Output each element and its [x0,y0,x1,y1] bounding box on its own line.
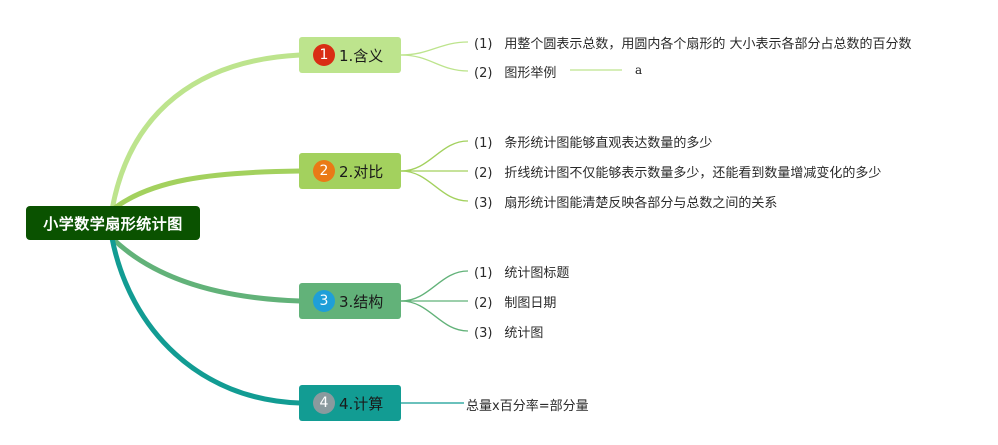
leaf-node[interactable]: (2) 图形举例 [474,62,556,81]
leaf-text: 统计图 [504,326,544,341]
branch-1-to-leaf-1-line [400,41,469,56]
leaf-index: (2) [474,166,493,181]
leaf-index: (2) [474,66,493,81]
leaf-text: 统计图标题 [504,266,570,281]
leaf-node[interactable]: (1) 条形统计图能够直观表达数量的多少 [474,132,712,151]
root-label: 小学数学扇形统计图 [43,214,183,233]
number-badge-icon: 2 [313,160,335,182]
leaf-extra-node[interactable]: a [635,63,643,77]
leaf-text: 制图日期 [504,296,557,311]
branch-label: 4.计算 [339,394,384,413]
branch-label: 3.结构 [339,292,384,311]
number-badge-icon: 3 [313,290,335,312]
branch-3-to-leaf-3-line [400,300,469,332]
leaf-text: 折线统计图不仅能够表示数量多少，还能看到数量增减变化的多少 [504,166,882,181]
branch-label: 1.含义 [339,46,384,65]
leaf-node[interactable]: (3) 统计图 [474,322,543,341]
leaf-text: 图形举例 [504,66,557,81]
leaf-node[interactable]: (3) 扇形统计图能清楚反映各部分与总数之间的关系 [474,192,777,211]
leaf-node[interactable]: (1) 用整个圆表示总数，用圆内各个扇形的 大小表示各部分占总数的百分数 [474,33,912,52]
leaf-text: 总量x百分率=部分量 [466,399,589,414]
leaf-text: 扇形统计图能清楚反映各部分与总数之间的关系 [504,196,778,211]
leaf-index: (1) [474,136,493,151]
leaf-node[interactable]: (2) 折线统计图不仅能够表示数量多少，还能看到数量增减变化的多少 [474,162,881,181]
leaf-node[interactable]: (1) 统计图标题 [474,262,569,281]
root-to-branch-4-line [109,237,301,406]
root-node[interactable]: 小学数学扇形统计图 [26,206,200,240]
leaf-text: 条形统计图能够直观表达数量的多少 [504,136,713,151]
branch-node-structure[interactable]: 3 3.结构 [299,283,401,319]
leaf-index: (3) [474,326,493,341]
root-to-branch-1-line [109,52,301,211]
branch-label: 2.对比 [339,162,384,181]
number-badge-icon: 1 [313,44,335,66]
root-to-branch-2-line [110,168,301,212]
number-badge-icon: 4 [313,392,335,414]
leaf-index: (3) [474,196,493,211]
leaf-node[interactable]: 总量x百分率=部分量 [466,395,589,414]
branch-1-to-leaf-2-line [400,54,469,72]
branch-node-meaning[interactable]: 1 1.含义 [299,37,401,73]
branch-node-comparison[interactable]: 2 2.对比 [299,153,401,189]
leaf-text: 用整个圆表示总数，用圆内各个扇形的 大小表示各部分占总数的百分数 [504,37,912,52]
leaf-index: (1) [474,37,493,52]
root-to-branch-3-line [110,236,301,304]
branch-2-to-leaf-1-line [400,140,469,172]
branch-node-calculation[interactable]: 4 4.计算 [299,385,401,421]
branch-3-to-leaf-1-line [400,270,469,302]
leaf-index: (1) [474,266,493,281]
branch-2-to-leaf-3-line [400,170,469,202]
leaf-node[interactable]: (2) 制图日期 [474,292,556,311]
leaf-index: (2) [474,296,493,311]
